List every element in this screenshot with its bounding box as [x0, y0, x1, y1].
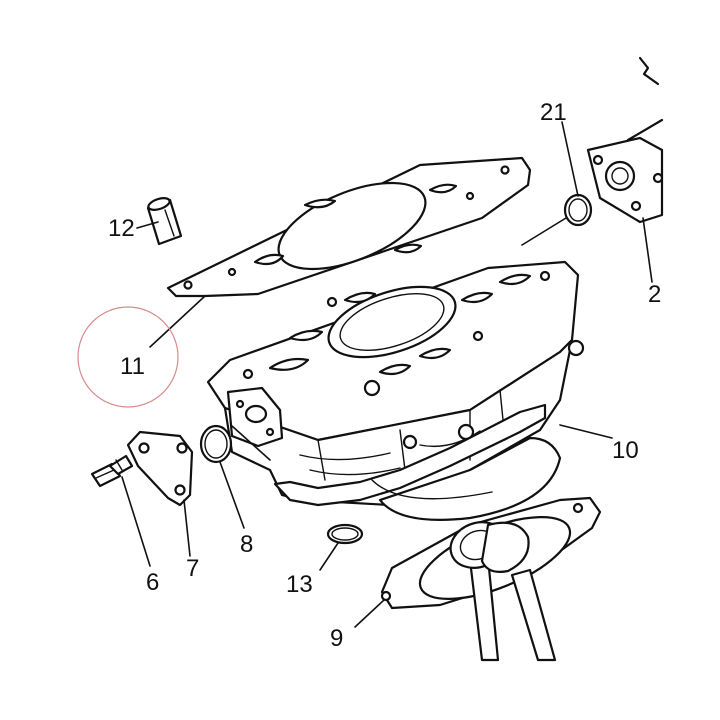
callout-8: 8 — [240, 531, 253, 558]
callout-13: 13 — [286, 571, 313, 598]
callout-6: 6 — [146, 569, 159, 596]
callout-2: 2 — [648, 281, 661, 308]
callout-7: 7 — [186, 555, 199, 582]
callout-12: 12 — [108, 215, 135, 242]
cover-plate — [126, 430, 194, 507]
o-ring-21 — [563, 193, 593, 227]
callout-labels: 12 11 21 2 10 6 7 8 13 9 — [108, 99, 661, 652]
highlight-circle — [77, 306, 179, 408]
o-ring-8 — [199, 424, 233, 464]
callout-9: 9 — [330, 625, 343, 652]
leader-lines — [121, 121, 653, 628]
cylinder-block — [206, 260, 585, 521]
callout-11: 11 — [120, 353, 145, 380]
head-gasket — [166, 156, 532, 298]
thermostat-housing — [586, 56, 664, 224]
connecting-rod — [449, 521, 557, 662]
o-ring-13 — [326, 523, 364, 545]
callout-21: 21 — [540, 99, 567, 126]
dowel-pin — [146, 197, 183, 246]
screw — [90, 454, 134, 488]
callout-10: 10 — [612, 437, 639, 464]
